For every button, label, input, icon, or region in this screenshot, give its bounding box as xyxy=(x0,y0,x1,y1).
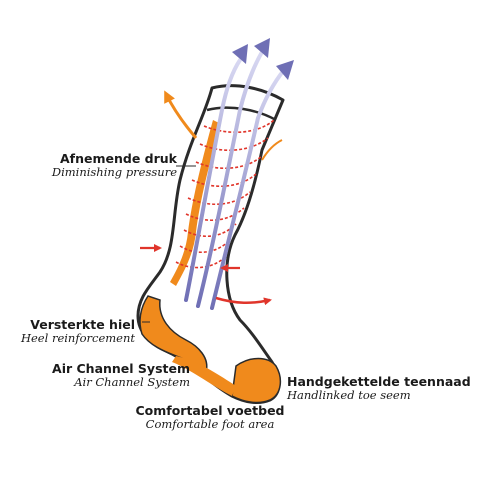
callout-footbed: Comfortabel voetbed Comfortable foot are… xyxy=(100,403,320,432)
air-arrowhead-2 xyxy=(254,38,270,58)
callout-footbed-nl: Comfortabel voetbed xyxy=(135,403,285,418)
callout-air-nl: Air Channel System xyxy=(52,361,190,376)
callout-toe-en: Handlinked toe seem xyxy=(287,388,411,403)
sock-cuff xyxy=(206,106,277,122)
callout-toe-nl: Handgekettelde teennaad xyxy=(287,374,471,389)
callout-diminishing-en: Diminishing pressure xyxy=(51,165,177,180)
callout-heel-nl: Versterkte hiel xyxy=(30,317,135,332)
callout-diminishing-nl: Afnemende druk xyxy=(60,151,177,166)
callout-diminishing: Afnemende druk Diminishing pressure xyxy=(51,151,177,180)
callout-toe: Handgekettelde teennaad Handlinked toe s… xyxy=(287,374,471,403)
air-arrowhead-1 xyxy=(232,44,248,64)
air-arrowhead-3 xyxy=(276,60,294,80)
callout-air: Air Channel System Air Channel System xyxy=(52,361,190,390)
footbed-panel xyxy=(172,356,236,396)
callout-air-en: Air Channel System xyxy=(74,375,190,390)
orange-vent-arrow xyxy=(164,90,198,139)
air-exit-arrow xyxy=(215,296,272,306)
calf-panel xyxy=(170,120,221,286)
callout-footbed-en: Comfortable foot area xyxy=(145,417,275,432)
orange-right-arrow xyxy=(261,139,283,161)
toe-reinforcement xyxy=(231,357,282,404)
callout-heel-en: Heel reinforcement xyxy=(20,331,135,346)
callout-heel: Versterkte hiel Heel reinforcement xyxy=(20,317,135,346)
